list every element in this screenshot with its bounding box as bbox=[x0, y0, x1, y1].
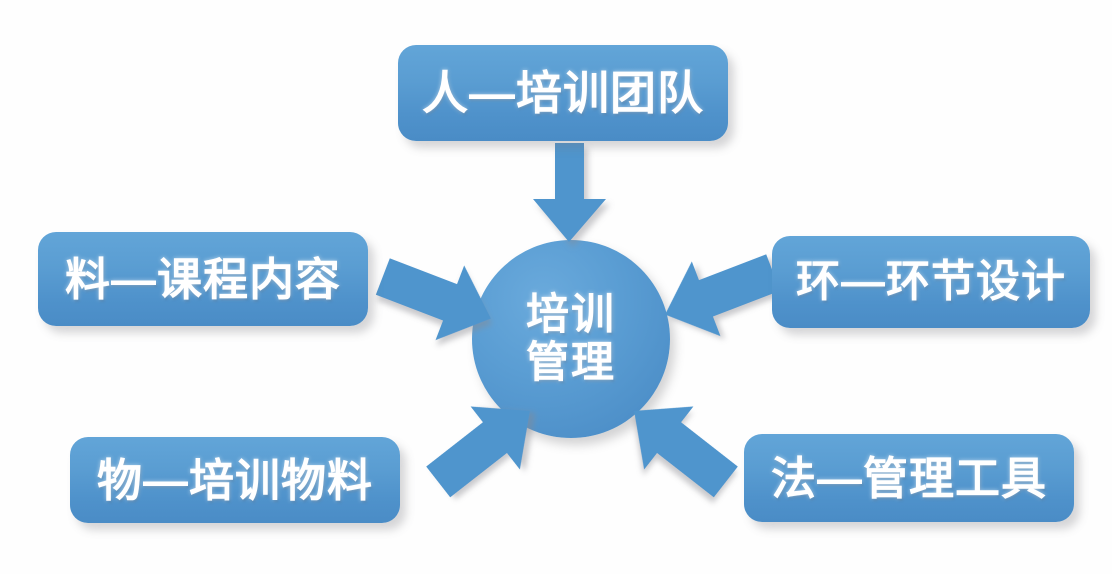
node-label-right-upper: 环—环节设计 bbox=[796, 257, 1066, 306]
center-node-label-line-2: 管理 bbox=[526, 339, 616, 387]
arrow-right-upper-to-center bbox=[658, 250, 781, 342]
arrow-top-down bbox=[524, 143, 618, 243]
node-label-top: 人—培训团队 bbox=[422, 67, 704, 119]
node-label-right-lower: 法—管理工具 bbox=[770, 452, 1047, 504]
node-label-left-lower: 物—培训物料 bbox=[96, 454, 373, 506]
center-node-label-line-1: 培训 bbox=[526, 290, 616, 339]
node-box-right-upper[interactable]: 环—环节设计 bbox=[772, 236, 1090, 328]
node-label-left-upper: 料—课程内容 bbox=[64, 253, 341, 305]
node-box-right-lower[interactable]: 法—管理工具 bbox=[744, 434, 1074, 522]
center-node-circle[interactable]: 培训 管理 bbox=[472, 240, 670, 438]
node-box-left-lower[interactable]: 物—培训物料 bbox=[70, 437, 400, 523]
node-box-left-upper[interactable]: 料—课程内容 bbox=[38, 232, 368, 326]
node-box-top[interactable]: 人—培训团队 bbox=[398, 45, 728, 141]
